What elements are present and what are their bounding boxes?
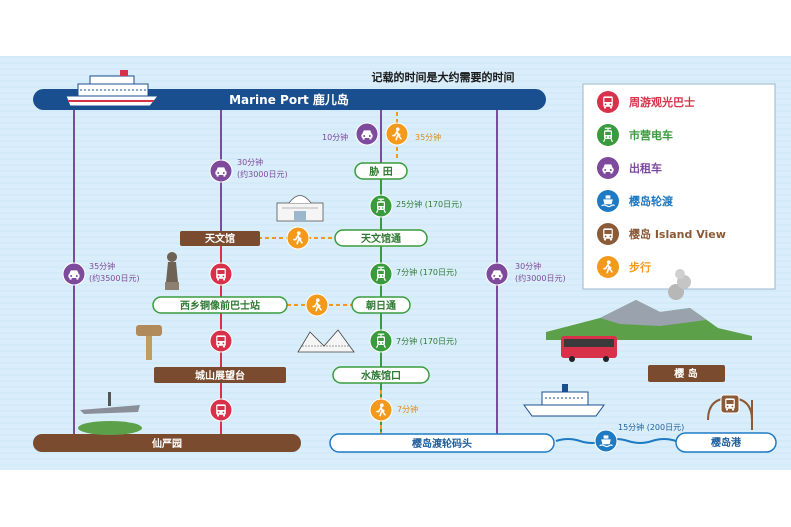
walk-icon [597, 256, 619, 278]
marine-port-label: Marine Port 鹿儿岛 [229, 92, 349, 107]
cruise-ship-illustration [65, 70, 160, 107]
station-label: 胁 田 [369, 165, 392, 178]
tram-icon [369, 262, 393, 286]
legend-item: 市营电车 [597, 124, 673, 146]
bus-icon [209, 398, 233, 422]
walk-icon [286, 226, 310, 250]
fare-taxi-30-b: (约3000日元) [515, 273, 566, 283]
station-label: 城山展望台 [195, 369, 245, 382]
station-ferry-terminal[interactable]: 樱岛渡轮码头 [329, 433, 555, 453]
duration-taxi-30-b: 30分钟 [515, 261, 541, 271]
tram-icon [369, 329, 393, 353]
tenmonkan-building-illustration [276, 195, 324, 222]
station-label: 天文馆 [205, 232, 235, 245]
marine-port-bar[interactable] [33, 89, 546, 110]
duration-walk-7: 7分钟 [397, 404, 418, 414]
duration-labels: 10分钟 35分钟 30分钟 (约3000日元) 25分钟 (170日元) 35… [89, 132, 684, 432]
walk-icon [369, 398, 393, 422]
duration-ferry-15: 15分钟 (200日元) [618, 422, 684, 432]
duration-tram-7-b: 7分钟 (170日元) [396, 336, 457, 346]
duration-taxi-30-a: 30分钟 [237, 157, 263, 167]
station-asahi-dori[interactable]: 朝日通 [351, 296, 411, 314]
duration-tram-25: 25分钟 (170日元) [396, 199, 462, 209]
taxi-sign-label: TAXI [216, 162, 227, 167]
sakurajima-volcano-illustration [546, 269, 752, 340]
bus-icon-glyph [603, 96, 613, 109]
legend-item: 樱岛轮渡 [597, 190, 674, 212]
bus-icon [209, 262, 233, 286]
bus-icon [209, 329, 233, 353]
station-label: 樱岛渡轮码头 [412, 437, 472, 450]
legend-label: 出租车 [629, 161, 662, 175]
legend-item: 周游观光巴士 [597, 91, 695, 113]
station-label: 仙严园 [152, 437, 182, 450]
station-label: 西乡铜像前巴士站 [180, 299, 260, 312]
duration-tram-7-a: 7分钟 (170日元) [396, 267, 457, 277]
shiroyama-binocular-illustration [136, 325, 162, 360]
legend-label: 樱岛 Island View [629, 227, 726, 241]
legend-label: 周游观光巴士 [629, 95, 695, 109]
legend-label: 市营电车 [629, 128, 673, 142]
station-saigo[interactable]: 西乡铜像前巴士站 [152, 296, 288, 314]
station-izuro[interactable]: 胁 田 [354, 162, 408, 180]
transport-icons: TAXI TAXI TAXI TAXI [62, 122, 740, 453]
taxi-icon: TAXI [62, 262, 86, 286]
fare-taxi-30-a: (约3000日元) [237, 169, 288, 179]
saigo-statue-illustration [165, 252, 179, 290]
ferry-icon [594, 429, 618, 453]
walk-icon [385, 122, 409, 146]
duration-taxi-35: 35分钟 [89, 261, 115, 271]
legend-label: 樱岛轮渡 [629, 194, 674, 208]
station-label: 朝日通 [366, 299, 396, 312]
taxi-icon: TAXI [355, 122, 379, 146]
suizokukan-building-illustration [297, 329, 355, 353]
taxi-sign-label: TAXI [492, 265, 503, 270]
time-note: 记载的时间是大约需要的时间 [372, 70, 515, 84]
bus-icon-glyph [603, 228, 613, 241]
duration-taxi-10: 10分钟 [322, 132, 348, 142]
fare-taxi-35: (约3500日元) [89, 273, 140, 283]
walk-icon [305, 293, 329, 317]
station-label: 樱岛港 [711, 436, 742, 449]
taxi-sign-label: TAXI [362, 125, 373, 130]
legend-label: 步行 [629, 260, 651, 274]
station-sakurajima[interactable]: 樱 岛 [648, 365, 725, 382]
station-suizokukan[interactable]: 水族馆口 [332, 366, 430, 384]
legend-item: 步行 [597, 256, 651, 278]
senganen-garden-illustration [78, 392, 142, 435]
duration-walk-35: 35分钟 [415, 132, 441, 142]
taxi-icon: TAXI [209, 159, 233, 183]
island-view-bus-icon [720, 394, 740, 414]
station-tenmonkan-dori[interactable]: 天文馆通 [334, 229, 428, 247]
legend-item: 出租车 [597, 157, 662, 179]
tram-icon [369, 194, 393, 218]
taxi-icon: TAXI [485, 262, 509, 286]
station-label: 天文馆通 [361, 232, 401, 245]
station-label: 樱 岛 [674, 367, 697, 380]
station-senganen[interactable]: 仙严园 [33, 434, 301, 452]
station-shiroyama[interactable]: 城山展望台 [154, 367, 286, 383]
legend-item: 樱岛 Island View [597, 223, 726, 245]
island-view-bus-illustration [561, 336, 617, 362]
station-label: 水族馆口 [360, 369, 401, 382]
legend-box [582, 83, 776, 290]
taxi-sign-label: TAXI [69, 265, 80, 270]
station-tenmonkan[interactable]: 天文馆 [180, 231, 260, 246]
station-sakurajima-port[interactable]: 樱岛港 [675, 432, 777, 453]
ferry-boat-illustration [523, 384, 605, 417]
